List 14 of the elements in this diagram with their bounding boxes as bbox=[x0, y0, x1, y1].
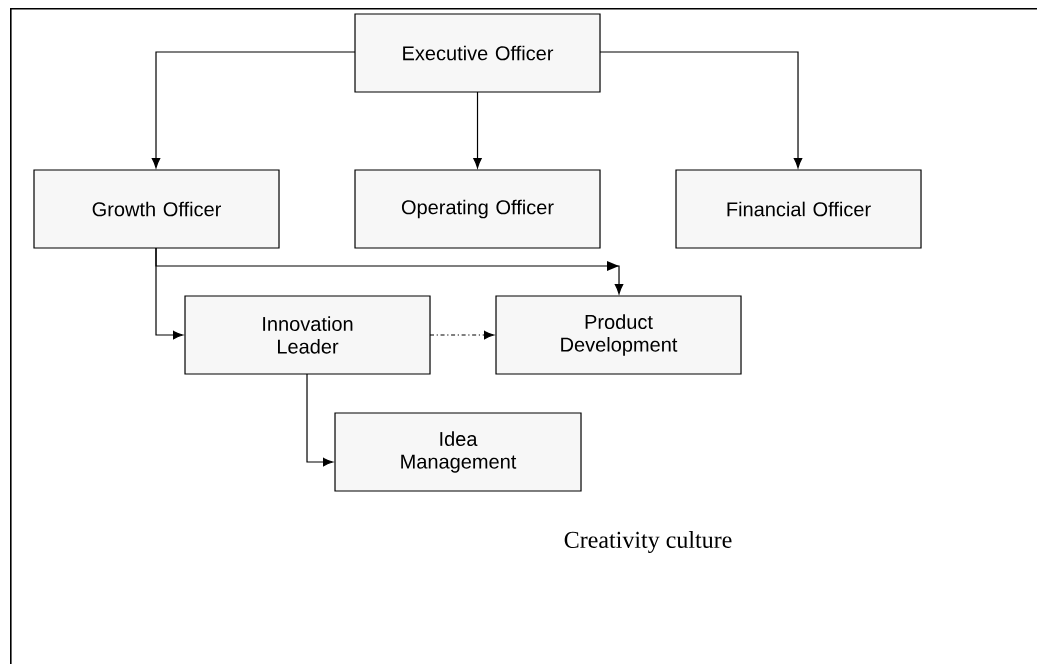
org-box: Operating Officer bbox=[354, 169, 601, 249]
frame-label: Creativity culture bbox=[564, 531, 732, 553]
arrow bbox=[599, 51, 803, 169]
org-box: Idea Management bbox=[334, 412, 582, 492]
org-box: Innovation Leader bbox=[184, 295, 431, 375]
arrow bbox=[155, 247, 184, 340]
org-box: Financial Officer bbox=[675, 169, 922, 249]
arrow bbox=[306, 373, 334, 467]
org-box: Executive Officer bbox=[354, 13, 601, 93]
org-box: Growth Officer bbox=[33, 169, 280, 249]
org-box: Product Development bbox=[495, 295, 742, 375]
arrow bbox=[151, 51, 356, 169]
arrow bbox=[429, 330, 495, 340]
arrow bbox=[473, 91, 482, 169]
